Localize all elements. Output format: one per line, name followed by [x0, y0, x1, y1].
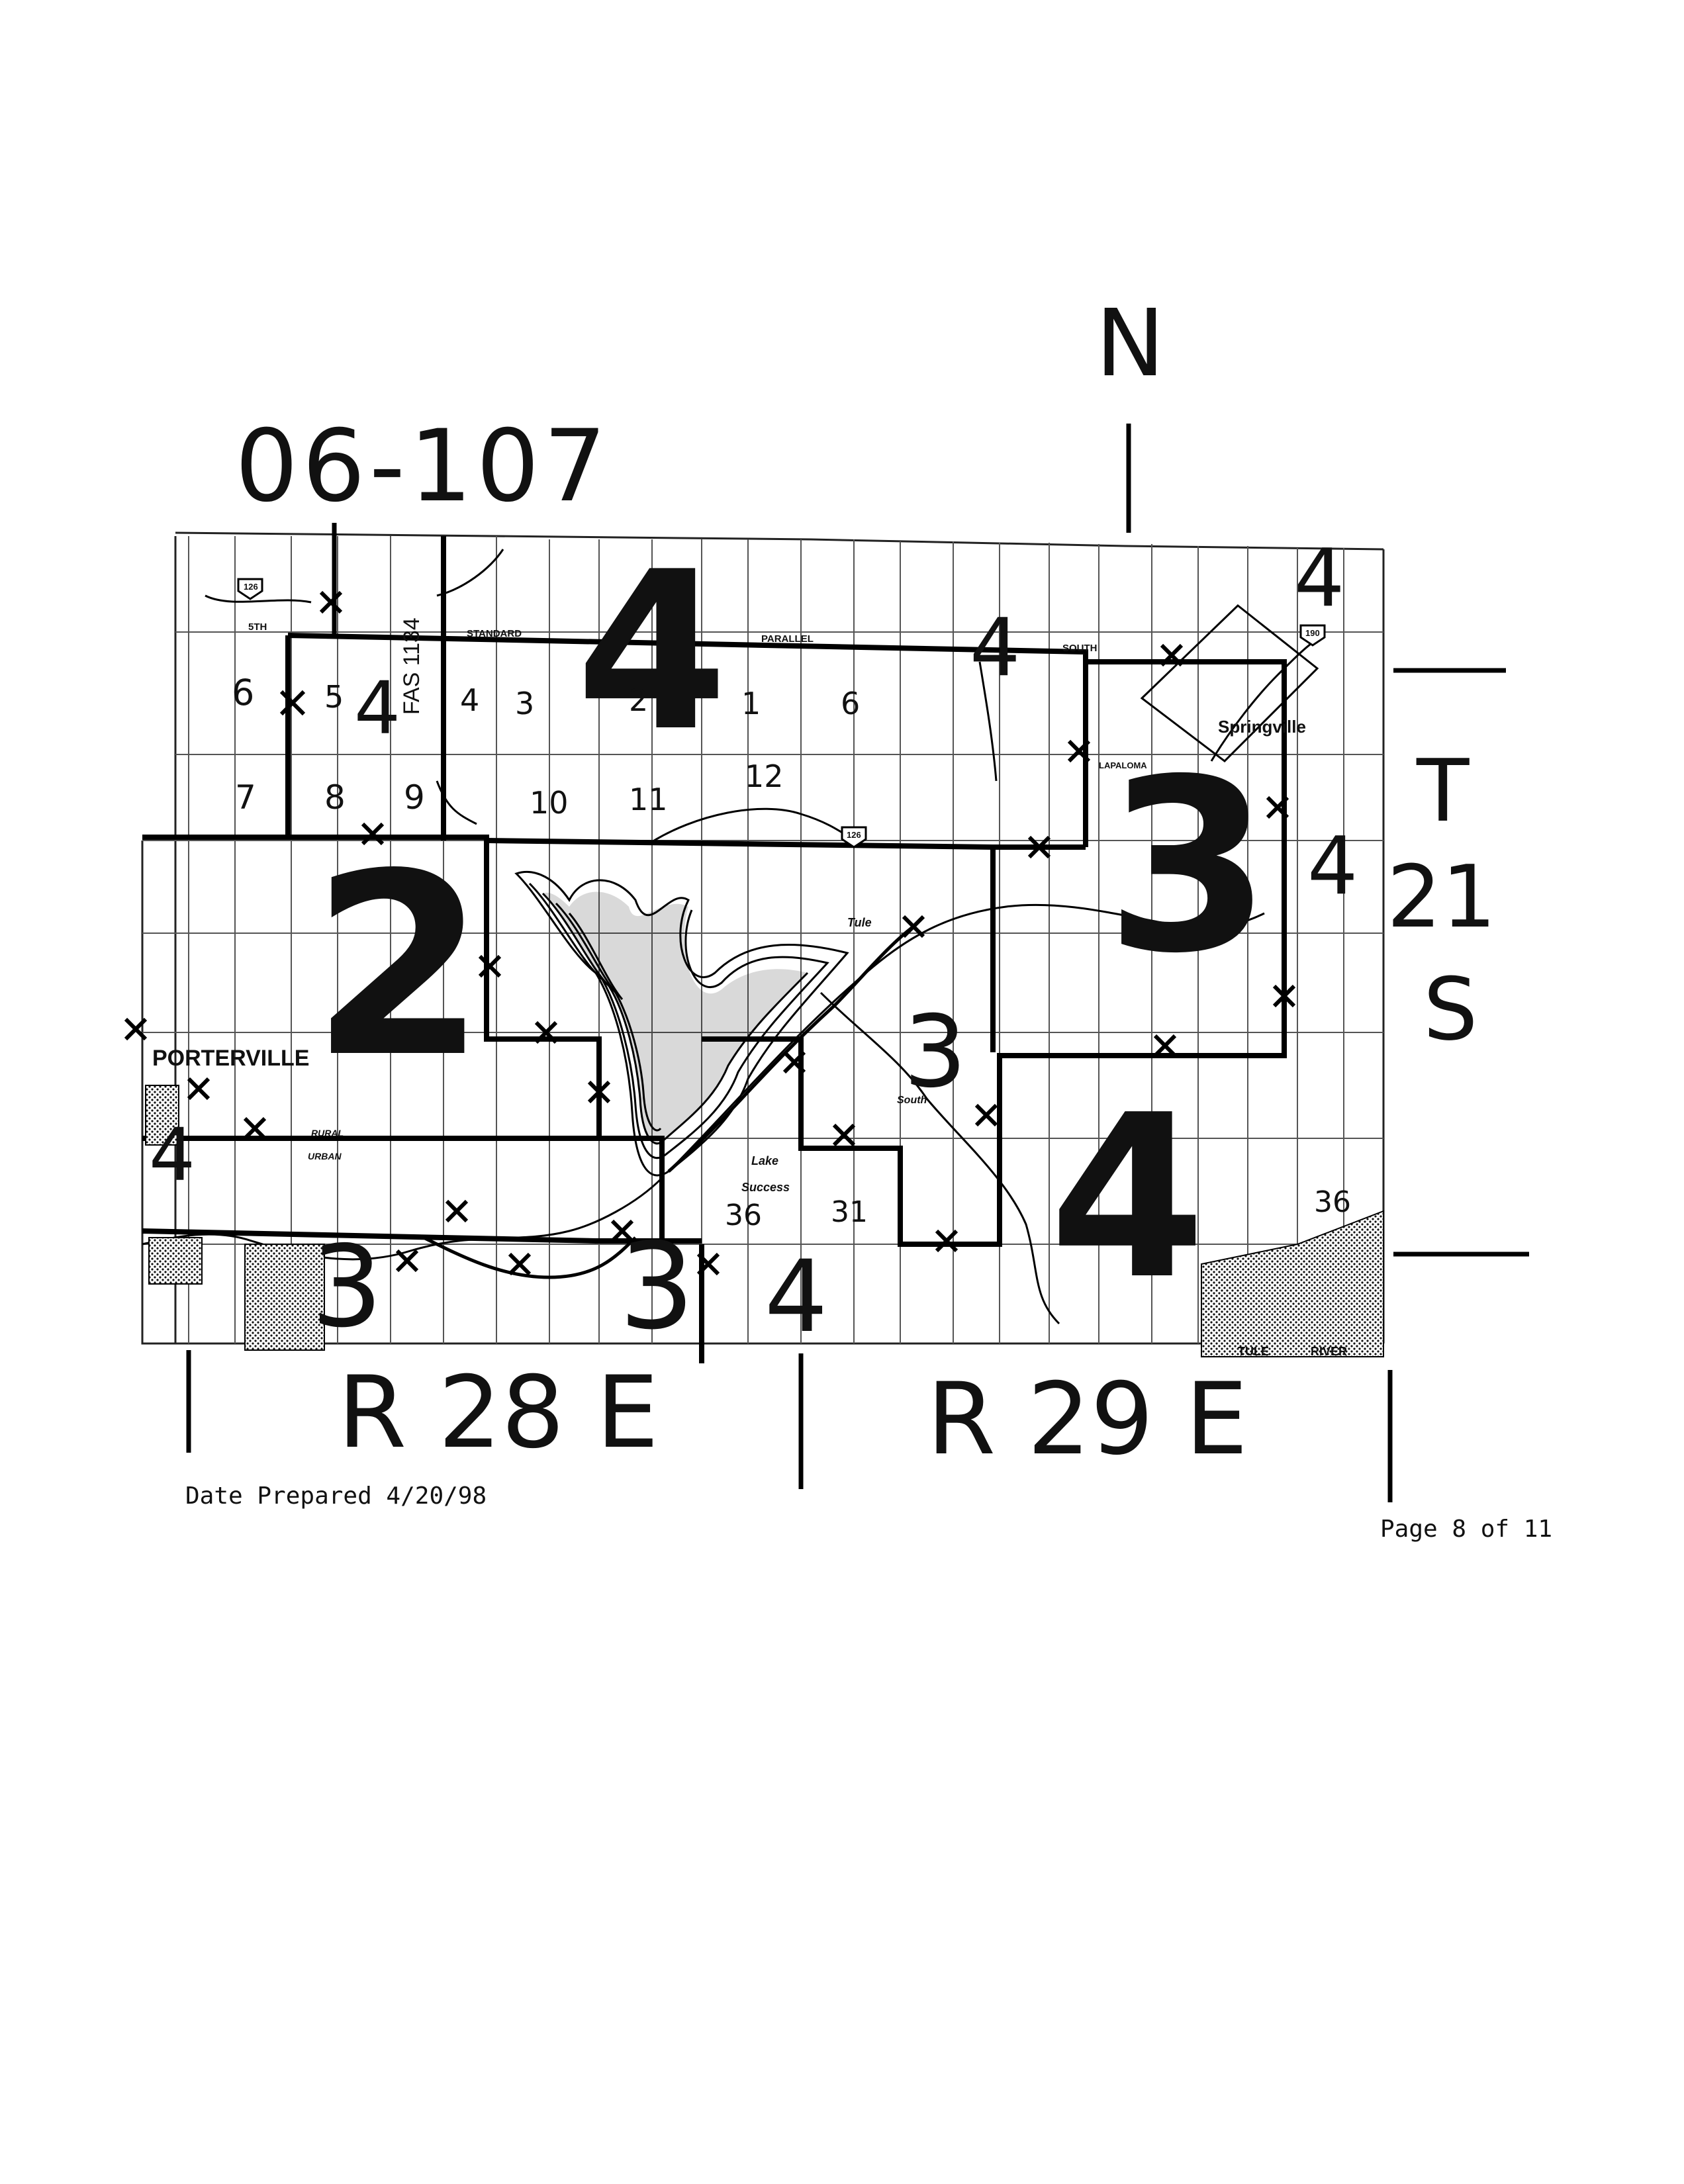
- place-label-tule: TULE: [1238, 1345, 1269, 1358]
- place-label-parallel: PARALLEL: [761, 633, 814, 645]
- zone-label: 4: [1049, 1067, 1206, 1329]
- section-number: 4: [460, 682, 480, 718]
- place-label-la-paloma: LAPALOMA: [1099, 760, 1147, 770]
- section-number: 36: [1314, 1185, 1351, 1219]
- township-t: T: [1417, 741, 1470, 841]
- route-shield-126: 126: [847, 830, 861, 840]
- section-number: 7: [235, 778, 256, 817]
- place-label-south-fork: South: [897, 1095, 927, 1106]
- zone-label: 4: [970, 602, 1021, 694]
- place-label-5th: 5TH: [248, 621, 267, 633]
- zone-label: 4: [149, 1113, 195, 1197]
- range-east-label: R 29 E: [927, 1362, 1248, 1477]
- section-number: 5: [324, 679, 344, 715]
- route-shield-190: 190: [1305, 628, 1320, 638]
- range-west-label: R 28 E: [338, 1355, 659, 1471]
- zone-label: 2: [311, 819, 487, 1113]
- zone-label: 4: [1307, 821, 1358, 913]
- section-number: 9: [404, 778, 425, 817]
- zone-label: 3: [311, 1222, 383, 1353]
- zone-label: 4: [354, 666, 400, 751]
- zone-label: 4: [1294, 533, 1345, 625]
- page-indicator: Page 8 of 11: [1380, 1516, 1553, 1543]
- section-number: 2: [629, 682, 649, 718]
- place-label-springville: Springville: [1218, 717, 1306, 737]
- place-label-south: SOUTH: [1062, 643, 1098, 654]
- zone-label: 3: [619, 1218, 695, 1356]
- zone-label: 3: [904, 995, 967, 1110]
- section-number: 3: [515, 686, 535, 721]
- section-number: 12: [745, 758, 784, 794]
- section-number: 10: [530, 785, 569, 821]
- section-number: 6: [232, 672, 255, 713]
- map-number: 06-107: [235, 409, 611, 524]
- section-number: 1: [741, 686, 761, 721]
- place-label-porterville: PORTERVILLE: [152, 1046, 310, 1071]
- section-number: 8: [324, 778, 346, 817]
- zone-label: 3: [1105, 728, 1272, 1005]
- place-label-lake: Lake: [751, 1154, 779, 1167]
- place-label-urban: URBAN: [308, 1151, 342, 1161]
- zone-label: 4: [765, 1240, 828, 1355]
- section-number: 11: [629, 782, 668, 817]
- place-label-rural: RURAL: [311, 1128, 344, 1138]
- route-shield-126: 126: [244, 582, 258, 592]
- place-label-tule-river: Tule: [847, 916, 872, 929]
- place-label-river: RIVER: [1311, 1345, 1348, 1358]
- date-prepared: Date Prepared 4/20/98: [185, 1482, 487, 1510]
- north-arrow-label: N: [1096, 290, 1165, 398]
- section-number: 6: [841, 686, 861, 721]
- section-number: 36: [725, 1199, 762, 1232]
- zone-label: 4: [576, 525, 728, 779]
- township-s: S: [1423, 959, 1478, 1060]
- township-number: 21: [1387, 846, 1497, 947]
- section-number: 31: [831, 1195, 868, 1229]
- route-label-fas: FAS 1134: [399, 617, 424, 715]
- place-label-success: Success: [741, 1181, 790, 1194]
- place-label-standard: STANDARD: [467, 628, 522, 639]
